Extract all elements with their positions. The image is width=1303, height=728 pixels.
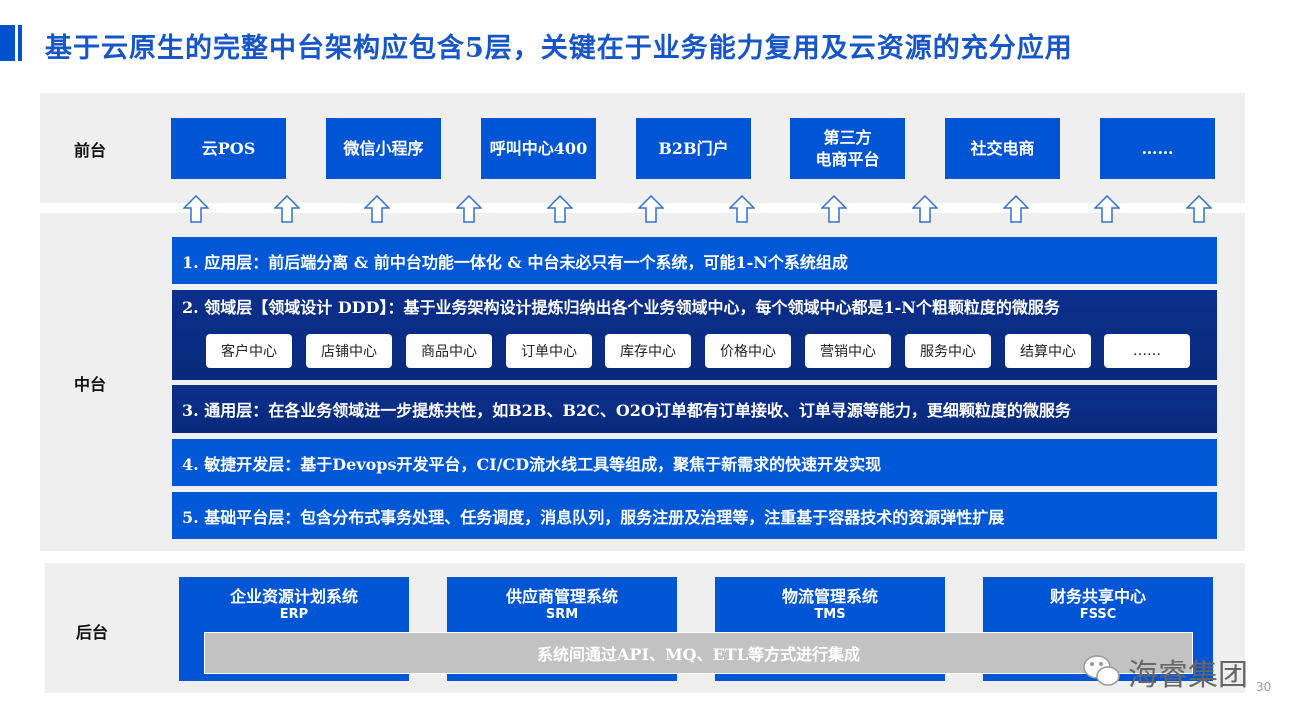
up-arrow-icon [455, 194, 483, 223]
domain-center-pill: 店铺中心 [306, 334, 392, 368]
back-label: 后台 [76, 623, 109, 642]
up-arrow-icon [911, 194, 939, 223]
up-arrow-icon [273, 194, 301, 223]
up-arrow-icon [546, 194, 574, 223]
system-code: FSSC [1079, 607, 1117, 622]
title-marker [0, 25, 15, 61]
domain-center-pill: …… [1104, 334, 1190, 368]
middle-label: 中台 [74, 375, 107, 394]
system-code: ERP [279, 607, 309, 622]
page-title: 基于云原生的完整中台架构应包含5层，关键在于业务能力复用及云资源的充分应用 [45, 33, 1073, 64]
layer-agile-dev: 4. 敏捷开发层：基于Devops开发平台，CI/CD流水线工具等组成，聚焦于新… [172, 439, 1217, 486]
up-arrow-icon [182, 194, 210, 223]
system-name: 供应商管理系统 [505, 587, 618, 606]
front-channel-box: 第三方 电商平台 [790, 118, 905, 179]
wechat-icon [1082, 652, 1122, 690]
front-channel-box: 呼叫中心400 [481, 118, 596, 179]
front-channel-box: 社交电商 [945, 118, 1060, 179]
system-name: 企业资源计划系统 [229, 587, 358, 606]
domain-center-pill: 价格中心 [705, 334, 791, 368]
system-code: SRM [545, 607, 579, 622]
up-arrow-icon [363, 194, 391, 223]
front-channel-box: …… [1100, 118, 1215, 179]
domain-center-pill: 订单中心 [506, 334, 592, 368]
layer-domain-text: 2. 领域层【领域设计 DDD】：基于业务架构设计提炼归纳出各个业务领域中心，每… [182, 298, 1060, 317]
domain-center-pill: 结算中心 [1005, 334, 1091, 368]
front-label: 前台 [74, 141, 107, 160]
system-name: 财务共享中心 [1049, 587, 1146, 606]
up-arrow-icon [637, 194, 665, 223]
layer-application: 1. 应用层：前后端分离 & 前中台功能一体化 & 中台未必只有一个系统，可能1… [172, 237, 1217, 284]
title-marker-thin [18, 25, 22, 61]
integration-bar: 系统间通过API、MQ、ETL等方式进行集成 [204, 632, 1193, 674]
domain-center-pill: 客户中心 [206, 334, 292, 368]
watermark: 海睿集团 [1128, 658, 1248, 693]
up-arrow-icon [820, 194, 848, 223]
domain-center-pill: 商品中心 [406, 334, 492, 368]
front-channel-box: B2B门户 [636, 118, 751, 179]
page-number: 30 [1256, 680, 1272, 694]
domain-center-pill: 库存中心 [605, 334, 691, 368]
up-arrow-icon [1185, 194, 1213, 223]
front-channel-box: 云POS [171, 118, 286, 179]
domain-center-pill: 服务中心 [905, 334, 991, 368]
up-arrow-icon [728, 194, 756, 223]
up-arrow-icon [1093, 194, 1121, 223]
front-channel-box: 微信小程序 [326, 118, 441, 179]
layer-infrastructure: 5. 基础平台层：包含分布式事务处理、任务调度，消息队列，服务注册及治理等，注重… [172, 492, 1217, 539]
domain-center-pill: 营销中心 [805, 334, 891, 368]
system-name: 物流管理系统 [781, 587, 878, 606]
up-arrow-icon [1002, 194, 1030, 223]
layer-common: 3. 通用层：在各业务领域进一步提炼共性，如B2B、B2C、O2O订单都有订单接… [172, 385, 1217, 433]
system-code: TMS [814, 607, 846, 622]
